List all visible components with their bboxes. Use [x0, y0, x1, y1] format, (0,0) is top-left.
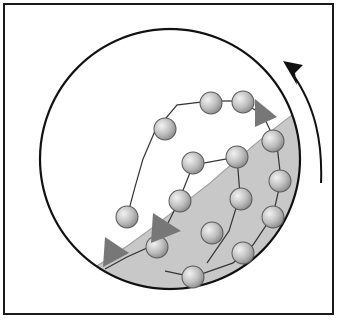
ball — [262, 130, 284, 152]
ball — [169, 190, 191, 212]
rotating-drum-diagram — [5, 5, 336, 317]
ball — [226, 146, 248, 168]
ball — [182, 266, 204, 288]
ball — [262, 206, 284, 228]
figure-frame — [3, 3, 334, 315]
ball — [230, 188, 252, 210]
ball — [182, 152, 204, 174]
ball — [200, 92, 222, 114]
ball — [269, 170, 291, 192]
ball — [232, 91, 254, 113]
ball — [154, 118, 176, 140]
curved-arrow-icon — [283, 61, 303, 85]
ball — [232, 242, 254, 264]
ball — [116, 206, 138, 228]
ball — [201, 222, 223, 244]
